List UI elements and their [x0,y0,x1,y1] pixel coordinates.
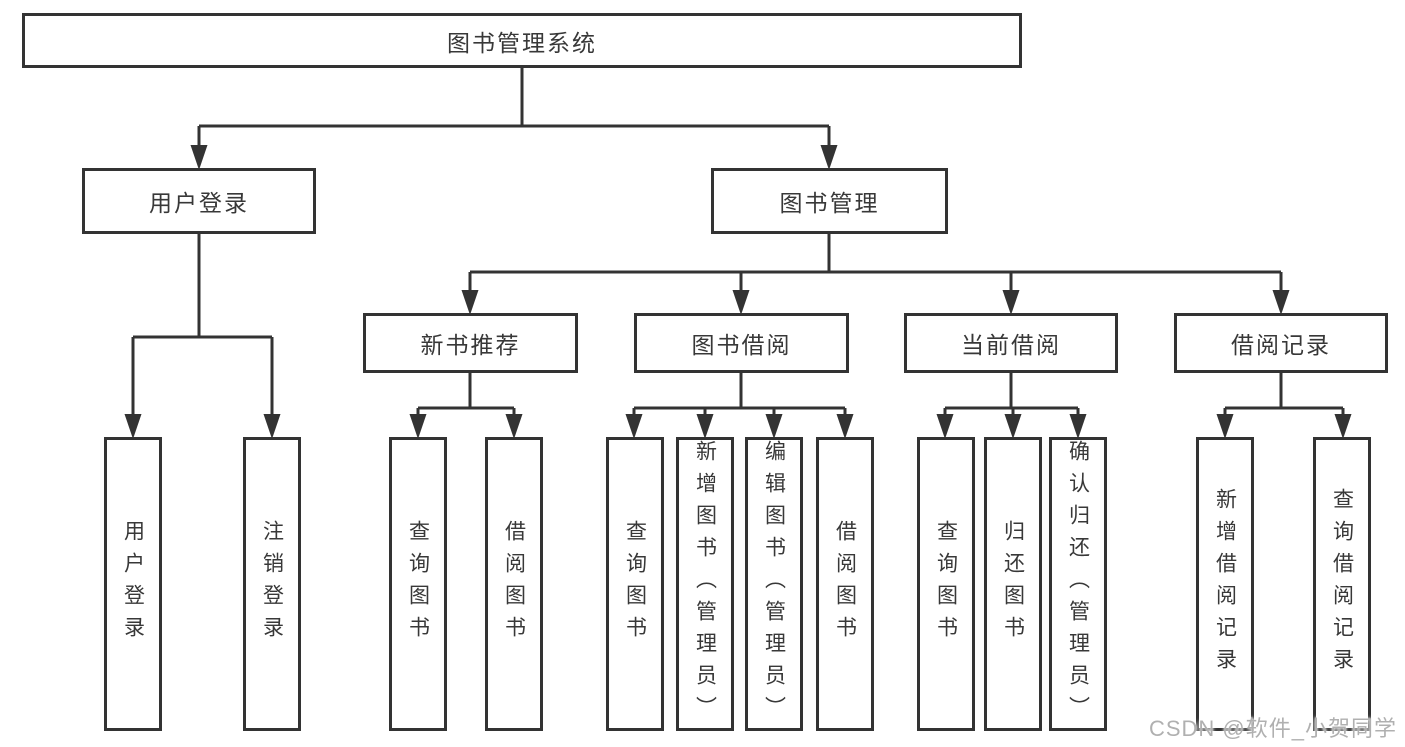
node-label: 图书管理系统 [447,29,597,56]
arrowhead-icon [1002,290,1020,315]
arrowhead-icon [820,145,838,170]
connector-records-to-leaves [1223,373,1345,421]
arrowhead-icon [936,414,954,439]
connector-current-to-leaves [943,373,1080,421]
node-book-borrowing: 图书借阅 [634,313,849,373]
arrowhead-icon [1334,414,1352,439]
node-user-login-branch: 用户登录 [82,168,316,234]
leaf-label: 编辑图书（管理员） [762,440,786,728]
node-label: 图书借阅 [691,332,792,358]
leaf-label: 查询借阅记录 [1330,488,1354,680]
leaf-search-borrow-record: 查询借阅记录 [1313,437,1371,731]
node-label: 借阅记录 [1231,332,1331,358]
arrowhead-icon [461,290,479,315]
connector-lines [131,68,1345,421]
leaf-return-books: 归还图书 [984,437,1042,731]
arrowhead-icon [263,414,281,439]
csdn-watermark: CSDN @软件_小贺同学 [1148,716,1397,741]
leaf-label: 归还图书 [1001,520,1025,648]
arrowhead-icon [696,414,714,439]
leaf-label: 新增图书（管理员） [693,440,717,728]
leaf-label: 查询图书 [623,520,647,648]
arrowhead-icon [409,414,427,439]
arrowhead-icon [1216,414,1234,439]
arrowhead-icon [625,414,643,439]
leaf-label: 注销登录 [260,520,284,648]
leaf-user-login: 用户登录 [104,437,162,731]
arrowhead-icon [1069,414,1087,439]
arrowhead-icon [732,290,750,315]
node-system-root: 图书管理系统 [22,13,1022,68]
connector-userlogin-to-leaves [131,234,274,421]
arrowhead-icon [836,414,854,439]
leaf-label: 确认归还（管理员） [1066,440,1090,728]
leaf-label: 用户登录 [121,520,145,648]
node-label: 用户登录 [149,190,249,216]
leaf-label: 查询图书 [406,520,430,648]
leaf-search-books-borrowing: 查询图书 [606,437,664,731]
node-current-borrowing: 当前借阅 [904,313,1118,373]
node-label: 当前借阅 [961,332,1061,358]
arrowheads [124,145,1352,439]
arrowhead-icon [1272,290,1290,315]
leaf-logout: 注销登录 [243,437,301,731]
connector-borrow-to-leaves [632,373,847,421]
leaf-add-books-admin: 新增图书（管理员） [676,437,734,731]
leaf-label: 新增借阅记录 [1213,488,1237,680]
node-label: 新书推荐 [420,332,521,358]
leaf-edit-books-admin: 编辑图书（管理员） [745,437,803,731]
node-book-management-branch: 图书管理 [711,168,948,234]
leaf-label: 借阅图书 [833,520,857,648]
leaf-borrow-books-recommend: 借阅图书 [485,437,543,731]
node-label: 图书管理 [779,190,880,216]
connector-root-to-level2 [197,68,831,152]
arrowhead-icon [765,414,783,439]
connector-newbook-to-leaves [416,373,516,421]
arrowhead-icon [505,414,523,439]
arrowhead-icon [1004,414,1022,439]
leaf-search-books-recommend: 查询图书 [389,437,447,731]
leaf-add-borrow-record: 新增借阅记录 [1196,437,1254,731]
connector-bookmgmt-to-sections [468,234,1283,297]
arrowhead-icon [190,145,208,170]
leaf-confirm-return-admin: 确认归还（管理员） [1049,437,1107,731]
leaf-label: 查询图书 [934,520,958,648]
leaf-search-books-current: 查询图书 [917,437,975,731]
node-borrowing-records: 借阅记录 [1174,313,1388,373]
arrowhead-icon [124,414,142,439]
leaf-borrow-books: 借阅图书 [816,437,874,731]
node-new-book-recommend: 新书推荐 [363,313,578,373]
leaf-label: 借阅图书 [502,520,526,648]
